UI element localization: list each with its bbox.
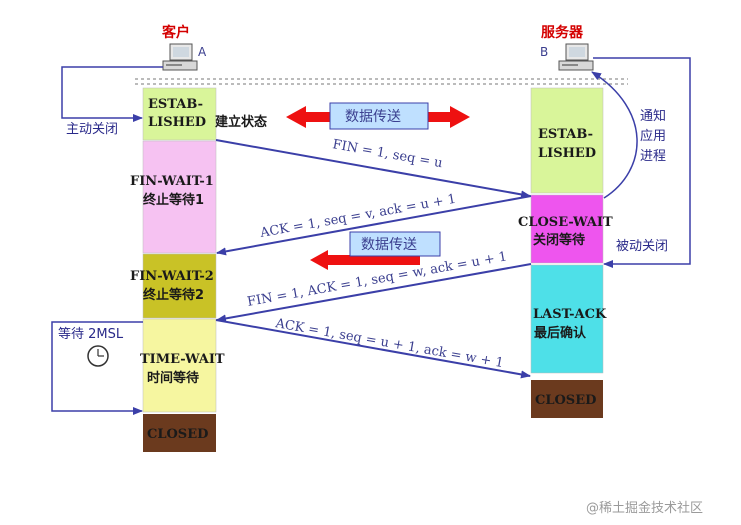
client-time-wait-cn: 时间等待 <box>147 370 199 386</box>
client-state-fin-wait-1 <box>142 140 217 254</box>
passive-close-label: 被动关闭 <box>616 239 668 254</box>
fin2-arrow <box>216 263 532 323</box>
server-established-line2: LISHED <box>538 146 596 161</box>
client-title: 客户 <box>161 24 190 41</box>
client-state-closed <box>143 414 216 452</box>
data-transfer-banner-2: 数据传送 <box>310 231 441 270</box>
client-state-established <box>142 87 217 141</box>
client-closed-label: CLOSED <box>147 427 208 442</box>
passive-close-loop <box>593 57 691 268</box>
server-state-close-wait <box>530 194 604 264</box>
client-state-fin-wait-2 <box>142 253 217 319</box>
notify-label-3: 进程 <box>640 149 666 164</box>
client-established-line2: LISHED <box>148 115 206 130</box>
server-label: B <box>540 45 548 59</box>
client-fin-wait-1-cn: 终止等待1 <box>143 192 204 208</box>
ack1-arrow <box>216 195 532 256</box>
server-last-ack-label: LAST-ACK <box>533 307 607 322</box>
active-close-loop <box>61 66 163 122</box>
server-state-closed <box>531 380 603 418</box>
data-transfer-2-label: 数据传送 <box>361 237 417 253</box>
server-state-established <box>530 87 604 194</box>
client-computer-icon <box>162 43 198 71</box>
server-established-line1: ESTAB- <box>538 127 593 142</box>
ack2-label: ACK = 1, seq = u + 1, ack = w + 1 <box>273 316 504 371</box>
client-state-time-wait <box>142 318 217 413</box>
client-fin-wait-2-label: FIN-WAIT-2 <box>130 269 214 284</box>
client-time-wait-label: TIME-WAIT <box>140 352 225 367</box>
notify-label-1: 通知 <box>640 108 666 124</box>
server-close-wait-cn: 关闭等待 <box>533 232 585 248</box>
client-established-cn: 建立状态 <box>215 114 267 130</box>
data-transfer-1-label: 数据传送 <box>345 109 401 125</box>
server-closed-label: CLOSED <box>535 393 596 408</box>
ack2-arrow <box>215 319 531 379</box>
server-title: 服务器 <box>541 24 584 41</box>
client-label: A <box>198 45 207 59</box>
server-close-wait-label: CLOSE-WAIT <box>518 215 613 230</box>
data-transfer-banner-1: 数据传送 <box>286 102 470 130</box>
fin1-arrow <box>215 139 531 199</box>
fin1-label: FIN = 1, seq = u <box>331 137 443 171</box>
wait-2msl-label: 等待 2MSL <box>58 326 124 342</box>
server-last-ack-cn: 最后确认 <box>534 325 587 341</box>
active-close-label: 主动关闭 <box>66 122 118 137</box>
notify-app-arrow <box>591 71 638 199</box>
server-computer-icon <box>558 43 594 71</box>
client-fin-wait-2-cn: 终止等待2 <box>143 287 204 303</box>
client-established-line1: ESTAB- <box>148 97 203 112</box>
wait-2msl-loop <box>51 321 143 415</box>
watermark-text: @稀土掘金技术社区 <box>586 500 703 516</box>
clock-icon <box>87 345 109 367</box>
server-state-last-ack <box>530 264 604 374</box>
notify-label-2: 应用 <box>640 128 666 144</box>
client-fin-wait-1-label: FIN-WAIT-1 <box>130 174 214 189</box>
